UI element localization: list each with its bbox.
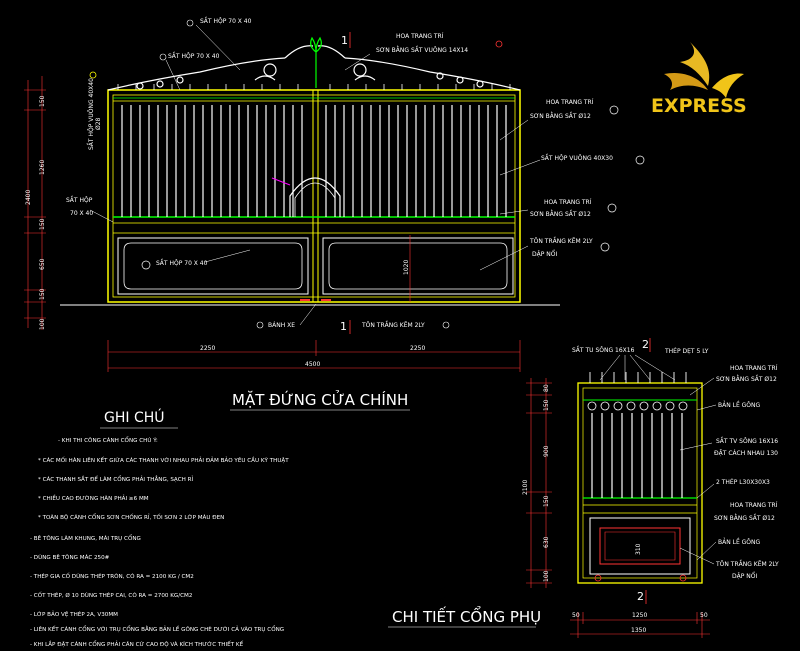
label-sat-hop-left2: 70 X 40 xyxy=(70,210,93,217)
label-hoa-r1b: SƠN BẰNG SẮT Ø12 xyxy=(530,112,591,120)
note-line: - KHI LẮP ĐẶT CÁNH CỔNG PHẢI CĂN CỨ CAO … xyxy=(30,640,244,648)
side-dim-h4: 150 xyxy=(543,495,550,507)
label-ton-bottom: TÔN TRẮNG KẼM 2LY xyxy=(361,321,425,329)
dim-w-total: 4500 xyxy=(305,361,320,368)
side-label-ban-le: BẢN LỀ GÔNG xyxy=(718,401,761,409)
label-top-bar: SẮT HỘP 70 X 40 xyxy=(200,17,252,25)
main-right-labels: HOA TRANG TRÍ SƠN BẰNG SẮT Ø12 SẮT HỘP V… xyxy=(479,99,645,271)
dim-h5: 150 xyxy=(39,288,46,300)
side-label-ton: TÔN TRẮNG KẼM 2LY xyxy=(715,560,779,568)
main-gate-elevation xyxy=(60,36,560,306)
side-dim-h-inner: 310 xyxy=(635,543,642,555)
side-dim-w-total: 1350 xyxy=(631,627,646,634)
side-ornament-circle xyxy=(613,401,623,411)
side-label-dap-noi: DẬP NỔI xyxy=(732,572,757,580)
label-hoa-top2: SƠN BẰNG SẮT VUÔNG 14X14 xyxy=(376,46,468,54)
main-title: MẶT ĐỨNG CỬA CHÍNH xyxy=(232,389,408,409)
label-top-bar2: SẮT HỘP 70 X 40 xyxy=(168,52,220,60)
side-ornament-circle xyxy=(600,401,610,411)
label-sat-hop-left: SẮT HỘP xyxy=(66,196,93,204)
side-dim-h2: 150 xyxy=(543,399,550,411)
main-bottom-dims xyxy=(107,340,521,372)
section-mark-2-bottom: 2 xyxy=(637,590,644,603)
side-dim-w-side-r: 50 xyxy=(700,612,708,619)
side-dim-h6: 100 xyxy=(543,570,550,582)
dim-h6: 100 xyxy=(39,318,46,330)
dim-h-total: 2400 xyxy=(25,190,32,205)
label-hoa-top: HOA TRANG TRÍ xyxy=(396,33,444,40)
side-label-dat-cach: ĐẶT CÁCH NHAU 130 xyxy=(714,450,778,457)
dim-h4: 650 xyxy=(39,258,46,270)
side-label-hoa2: SƠN BẰNG SẮT Ø12 xyxy=(716,375,777,383)
dim-h-inner: 1020 xyxy=(403,260,410,275)
side-ornament-circle xyxy=(665,401,675,411)
label-dap-noi: DẬP NỔI xyxy=(532,250,557,258)
side-dim-w-side-l: 50 xyxy=(572,612,580,619)
label-hoa-r2: HOA TRANG TRÍ xyxy=(544,199,592,206)
dim-h3: 150 xyxy=(39,218,46,230)
side-ornament-circle xyxy=(639,401,649,411)
logo-text: EXPRESS xyxy=(651,95,747,117)
side-label-hoa-b2: SƠN BẰNG SẮT Ø12 xyxy=(714,514,775,522)
dim-w-right: 2250 xyxy=(410,345,425,352)
label-hoa-r1: HOA TRANG TRÍ xyxy=(546,99,594,106)
note-line: * CHIỀU CAO ĐƯỜNG HÀN PHẢI ≥6 MM xyxy=(38,494,149,502)
note-line: * TOÀN BỘ CÁNH CỔNG SƠN CHỐNG RỈ, TỐI SƠ… xyxy=(38,513,224,521)
side-label-ban-le2: BẢN LỀ GÔNG xyxy=(718,538,761,546)
side-dim-h-total: 2100 xyxy=(522,480,529,495)
note-line: - LỚP BẢO VỆ THÉP 2A, V30MM xyxy=(30,610,118,618)
note-line: * CÁC THANH SẮT ĐỂ LÀM CỔNG PHẢI THẲNG, … xyxy=(38,475,194,483)
section-mark-1-top: 1 xyxy=(341,34,348,47)
note-line: - KHI THI CÔNG CÁNH CỔNG CHÚ Ý: xyxy=(58,436,158,444)
side-gate-detail xyxy=(577,372,703,584)
side-label-hoa: HOA TRANG TRÍ xyxy=(730,365,778,372)
side-ornament-circle xyxy=(626,401,636,411)
side-title: CHI TIẾT CỔNG PHỤ xyxy=(392,605,541,626)
side-ornament-circle xyxy=(587,401,597,411)
note-line: - LIÊN KẾT CÁNH CỔNG VỚI TRỤ CỔNG BẰNG B… xyxy=(30,625,284,633)
label-banh-xe: BÁNH XE xyxy=(268,322,295,329)
section-mark-1-bottom: 1 xyxy=(340,320,347,333)
side-label-thep-det: THÉP DẸT 5 LY xyxy=(664,347,709,355)
label-ton: TÔN TRẮNG KẼM 2LY xyxy=(529,237,593,245)
side-dim-h3: 900 xyxy=(543,445,550,457)
side-dim-h1: 80 xyxy=(543,384,550,392)
side-dim-h5: 630 xyxy=(543,536,550,548)
side-bottom-dims xyxy=(570,612,710,638)
label-left-vertical2: Ø28 xyxy=(95,117,102,130)
side-ornament-circle xyxy=(678,401,688,411)
side-dim-w-mid: 1250 xyxy=(632,612,647,619)
side-ornament-circle xyxy=(652,401,662,411)
note-line: - DÙNG BÊ TÔNG MÁC 250# xyxy=(30,553,110,561)
notes: GHI CHÚ - KHI THI CÔNG CÁNH CỔNG CHÚ Ý: *… xyxy=(30,408,289,648)
note-line: * CÁC MỐI HÀN LIÊN KẾT GIỮA CÁC THANH VỚ… xyxy=(38,456,289,464)
dim-h2: 1260 xyxy=(39,160,46,175)
note-line: - THÉP GIA CỐ DÙNG THÉP TRÒN, CÓ RA = 21… xyxy=(30,572,194,580)
side-label-sat-tu: SẮT TU SÔNG 16X16 xyxy=(572,346,635,354)
dim-w-left: 2250 xyxy=(200,345,215,352)
label-left-vertical: SẮT HỘP VUÔNG 40X40 xyxy=(87,78,95,150)
label-hoa-r2b: SƠN BẰNG SẮT Ø12 xyxy=(530,210,591,218)
side-left-dims xyxy=(526,378,552,588)
side-label-thep-l: 2 THÉP L30X30X3 xyxy=(716,478,770,486)
express-logo: EXPRESS xyxy=(651,42,747,117)
main-left-dims xyxy=(24,76,46,330)
side-label-hoa-b: HOA TRANG TRÍ xyxy=(730,502,778,509)
dim-h1: 150 xyxy=(39,95,46,107)
section-mark-2-top: 2 xyxy=(642,338,649,351)
label-sat-hop-panel: SẮT HỘP 70 X 40 xyxy=(156,259,208,267)
side-labels: SẮT TU SÔNG 16X16 THÉP DẸT 5 LY HOA TRAN… xyxy=(572,346,779,580)
note-line: - CỐT THÉP, Ø 10 DÙNG THÉP CAI, CÓ RA = … xyxy=(30,591,192,599)
note-line: - BÊ TÔNG LÀM KHUNG, MÁI TRỤ CỔNG xyxy=(30,534,141,542)
notes-heading: GHI CHÚ xyxy=(104,408,165,426)
side-label-sat-tv: SẮT TV SÔNG 16X16 xyxy=(716,437,778,445)
label-sat-vuong: SẮT HỘP VUÔNG 40X30 xyxy=(541,154,613,162)
